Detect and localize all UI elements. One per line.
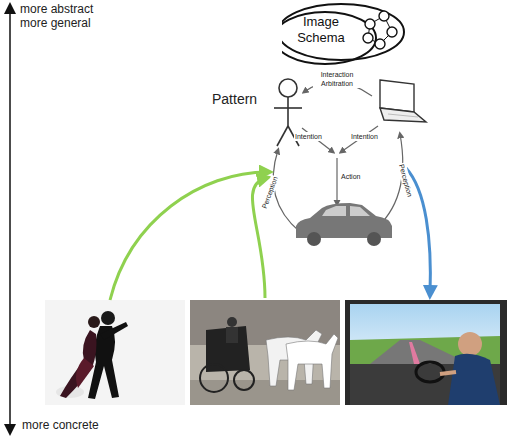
computer-icon — [380, 80, 426, 122]
diagram-label: Intention — [350, 132, 379, 141]
vehicle-icon — [296, 203, 392, 246]
axis-label: more abstract more general — [20, 2, 112, 30]
diagram-label: Intention — [294, 132, 323, 141]
tango-photo — [45, 300, 185, 405]
abstraction-arrow — [110, 172, 268, 300]
diagram-label: Action — [340, 172, 361, 181]
schema-label: Image Schema — [294, 14, 348, 46]
axis-label: more concrete — [22, 418, 99, 432]
diagram-label: Perception — [397, 162, 415, 199]
diagram-label: Perception — [259, 174, 280, 210]
carriage-photo — [190, 300, 340, 405]
axis-arrow — [9, 8, 11, 430]
diagram-label: Interaction Arbitration — [313, 70, 361, 88]
pattern-heading: Pattern — [212, 91, 257, 107]
schema-ellipse: Image Schema — [282, 2, 412, 66]
simulator-photo — [345, 300, 507, 405]
